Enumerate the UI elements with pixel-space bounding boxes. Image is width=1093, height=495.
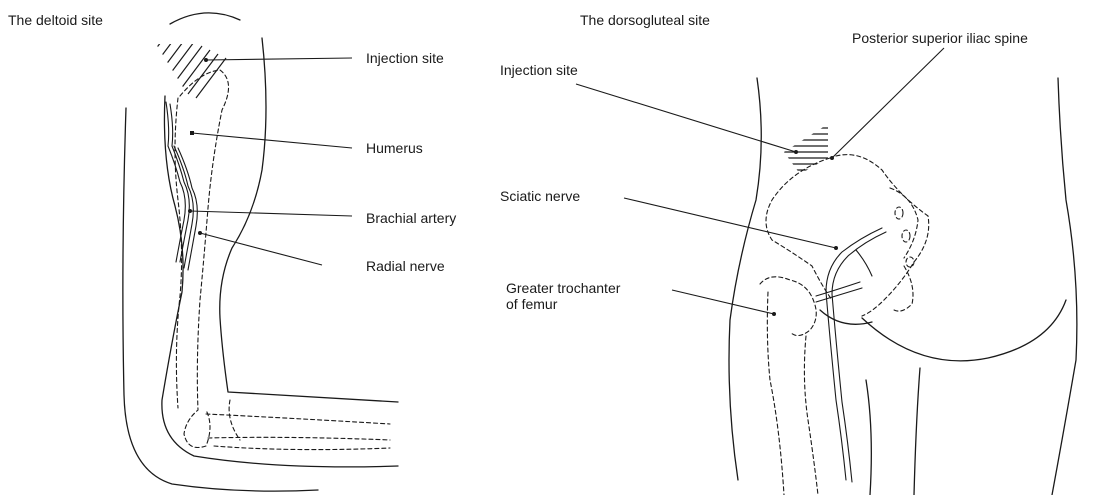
- body-left-outline: [729, 78, 761, 480]
- forearm-bone-lower: [214, 446, 390, 450]
- arm-figure: [123, 13, 398, 491]
- leader-radial-nerve: [200, 233, 322, 265]
- gluteal-cleft: [914, 368, 920, 495]
- deltoid-site-title: The deltoid site: [8, 12, 103, 28]
- radial-nerve-line-2: [178, 148, 197, 270]
- gluteal-figure: [576, 48, 1077, 495]
- leader-deltoid-injection: [206, 58, 352, 60]
- forearm-bone-ulna: [208, 437, 390, 440]
- greater-trochanter-label-line1: Greater trochanter: [506, 280, 620, 296]
- body-right-outline: [1052, 78, 1077, 495]
- coccyx-outline: [894, 266, 913, 311]
- radial-nerve-label: Radial nerve: [366, 258, 445, 274]
- sciatic-branch: [856, 250, 872, 276]
- leader-gluteal-injection: [576, 84, 796, 152]
- sciatic-nerve-line: [826, 228, 882, 480]
- sciatic-branch-3: [816, 288, 862, 302]
- thigh-inner-outline: [866, 380, 871, 495]
- deltoid-injection-site-label: Injection site: [366, 50, 444, 66]
- deltoid-injection-hatch: [132, 26, 250, 110]
- leader-psis: [832, 48, 944, 158]
- femur-head: [760, 277, 816, 336]
- leader-brachial-artery: [190, 211, 352, 216]
- buttock-outline: [862, 300, 1066, 361]
- radial-nerve-line: [174, 146, 193, 268]
- sacral-foramen-1: [895, 207, 903, 219]
- elbow-joint: [229, 400, 240, 440]
- femur-shaft-medial: [804, 336, 818, 495]
- ilium-bone-lateral: [766, 158, 832, 300]
- sacral-foramen-2: [902, 230, 910, 242]
- leader-sciatic-nerve: [624, 198, 836, 248]
- leader-greater-trochanter: [672, 290, 774, 314]
- gluteal-injection-hatch: [780, 128, 834, 176]
- gluteal-injection-site-label: Injection site: [500, 62, 578, 78]
- sacral-foramen-3: [906, 257, 914, 267]
- humerus-label: Humerus: [366, 140, 423, 156]
- sciatic-nerve-line-2: [832, 232, 886, 482]
- humerus-bone-medial: [175, 98, 182, 408]
- sacrum-outline: [890, 188, 918, 258]
- femur-shaft-lateral: [767, 292, 784, 495]
- head-outline: [170, 13, 240, 24]
- sciatic-nerve-label: Sciatic nerve: [500, 188, 580, 204]
- dorsogluteal-site-title: The dorsogluteal site: [580, 12, 710, 28]
- forearm-bone-radius: [206, 414, 390, 424]
- brachial-artery-line-2: [170, 104, 189, 262]
- humerus-bone: [180, 70, 229, 448]
- greater-trochanter-label-line2: of femur: [506, 296, 557, 312]
- sciatic-branch-2: [816, 282, 860, 296]
- psis-label: Posterior superior iliac spine: [852, 30, 1028, 46]
- brachial-artery-label: Brachial artery: [366, 210, 456, 226]
